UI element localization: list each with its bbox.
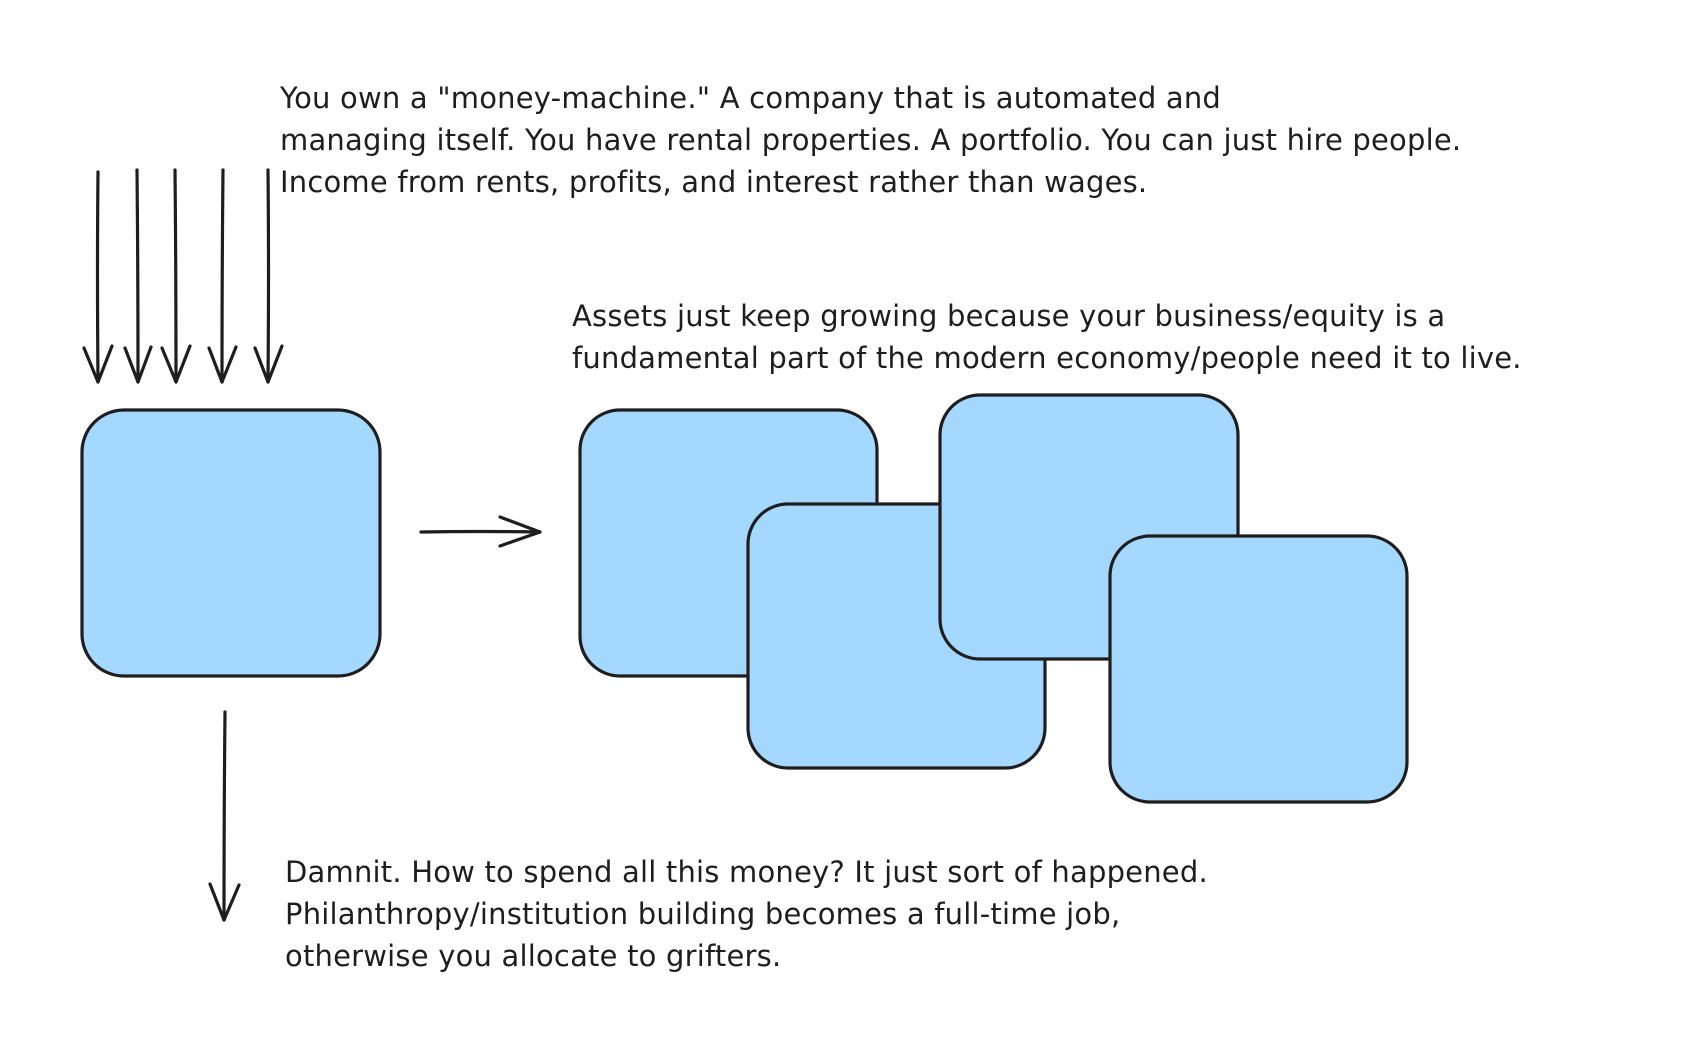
note-line: Assets just keep growing because your bu… bbox=[572, 299, 1446, 333]
income-arrow-3 bbox=[160, 168, 192, 384]
asset-box-growing-4 bbox=[1108, 534, 1409, 804]
note-line: Income from rents, profits, and interest… bbox=[280, 165, 1148, 199]
assets-growing-note: Assets just keep growing because your bu… bbox=[572, 295, 1522, 379]
note-line: otherwise you allocate to grifters. bbox=[285, 939, 782, 973]
income-arrow-4 bbox=[207, 168, 238, 384]
income-arrow-2 bbox=[123, 168, 153, 384]
note-line: Philanthropy/institution building become… bbox=[285, 897, 1121, 931]
spending-arrow bbox=[208, 710, 241, 922]
income-arrow-5 bbox=[253, 168, 284, 384]
growth-arrow bbox=[419, 515, 542, 548]
note-line: You own a "money-machine." A company tha… bbox=[280, 81, 1222, 115]
income-arrow-1 bbox=[82, 170, 114, 384]
note-line: fundamental part of the modern economy/p… bbox=[572, 341, 1522, 375]
note-line: Damnit. How to spend all this money? It … bbox=[285, 855, 1208, 889]
money-machine-note: You own a "money-machine." A company tha… bbox=[280, 77, 1461, 203]
asset-box bbox=[80, 408, 382, 678]
spending-note: Damnit. How to spend all this money? It … bbox=[285, 851, 1208, 977]
note-line: managing itself. You have rental propert… bbox=[280, 123, 1462, 157]
